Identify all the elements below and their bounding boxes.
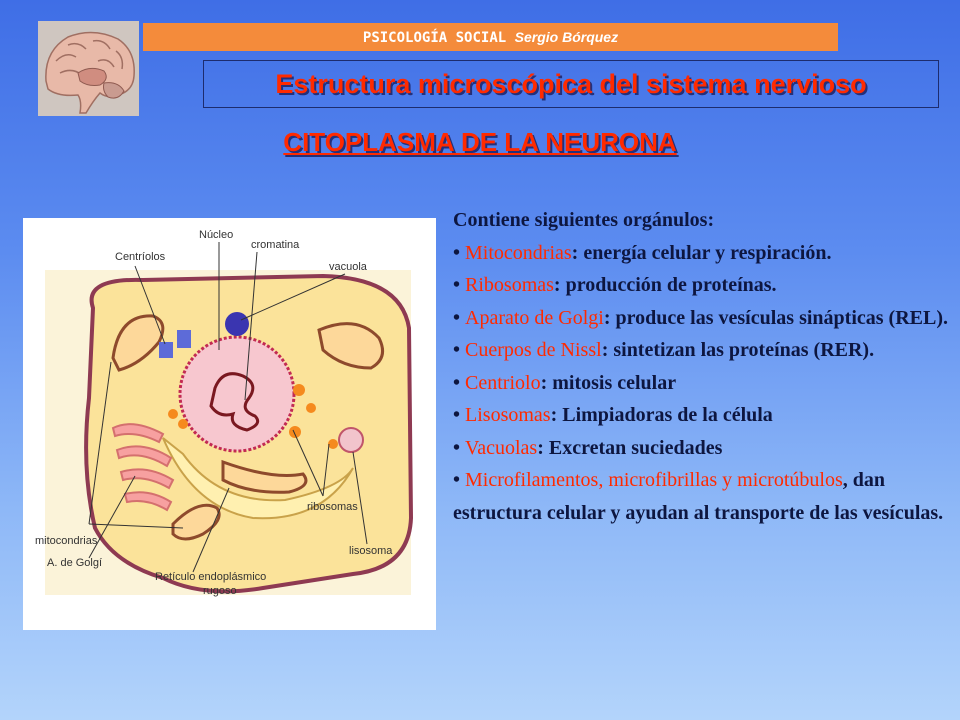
slide-subtitle: CITOPLASMA DE LA NEURONA [283,127,677,157]
list-item: • Vacuolas: Excretan suciedades [453,436,723,459]
organelle-list: Contiene siguientes orgánulos: • Mitocon… [453,204,948,529]
label-vacuola: vacuola [329,261,368,273]
reticulum-shape [162,437,354,520]
list-item-desc: : Limpiadoras de la célula [550,404,773,426]
list-item-desc: : mitosis celular [540,371,677,394]
label-cromatina: cromatina [251,239,300,251]
list-item-term: Vacuolas [465,436,538,459]
list-item-desc: : energía celular y respiración. [571,241,832,264]
list-item-desc: , dan estructura celular y ayudan al tra… [453,469,944,524]
list-item-desc: : producción de proteínas. [553,274,777,296]
list-item-desc: : sintetizan las proteínas (RER). [601,339,875,361]
slide-title-text: Estructura microscópica del sistema nerv… [275,69,867,99]
golgi-shape [111,423,175,512]
label-lisosoma: lisosoma [349,545,393,557]
list-item-desc: : Excretan suciedades [537,436,723,459]
list-item: • Centriolo: mitosis celular [453,371,677,394]
ribosome-dots [168,384,338,449]
list-item: • Aparato de Golgi: produce las vesícula… [453,306,948,329]
list-item: • Lisosomas: Limpiadoras de la célula [453,404,773,426]
chromatin-shape [209,372,260,432]
label-ribosomas: ribosomas [307,501,358,513]
list-intro: Contiene siguientes orgánulos: [453,209,715,231]
label-reticulo-rugoso: rugoso [203,585,237,597]
mitochondria-shapes [111,314,385,541]
centriole-shape [159,342,173,358]
label-nucleo: Núcleo [199,229,233,241]
slide-title: Estructura microscópica del sistema nerv… [203,60,939,108]
list-item-desc: : produce las vesículas sinápticas (REL)… [603,306,948,329]
list-item: • Ribosomas: producción de proteínas. [453,274,777,296]
list-item-term: Centriolo [465,371,541,394]
list-item-term: Cuerpos de Nissl [465,339,602,361]
label-centriolos: Centríolos [115,251,166,263]
brain-image [38,21,139,116]
header-bar: PSICOLOGÍA SOCIAL Sergio Bórquez [143,23,838,51]
list-item-term: Aparato de Golgi [465,306,604,329]
list-item-term: Microfilamentos, microfibrillas y microt… [465,469,843,491]
cell-diagram: Centríolos Núcleo cromatina vacuola ribo… [23,218,436,630]
list-item-term: Mitocondrias [465,241,572,264]
nucleus-shape [178,335,296,453]
lysosome-shape [338,427,364,453]
list-item: • Cuerpos de Nissl: sintetizan las prote… [453,339,875,361]
label-reticulo: Retículo endoplásmico [155,571,266,583]
course-name: PSICOLOGÍA SOCIAL [362,30,507,46]
list-item-term: Ribosomas [465,274,554,296]
label-golgi: A. de Golgí [47,557,102,569]
list-item: • Microfilamentos, microfibrillas y micr… [453,469,944,524]
author-name: Sergio Bórquez [514,29,619,45]
vacuole-shape [225,312,249,336]
label-mitocondrias: mitocondrias [35,535,98,547]
list-item-term: Lisosomas [465,404,551,426]
list-item: • Mitocondrias: energía celular y respir… [453,241,832,264]
